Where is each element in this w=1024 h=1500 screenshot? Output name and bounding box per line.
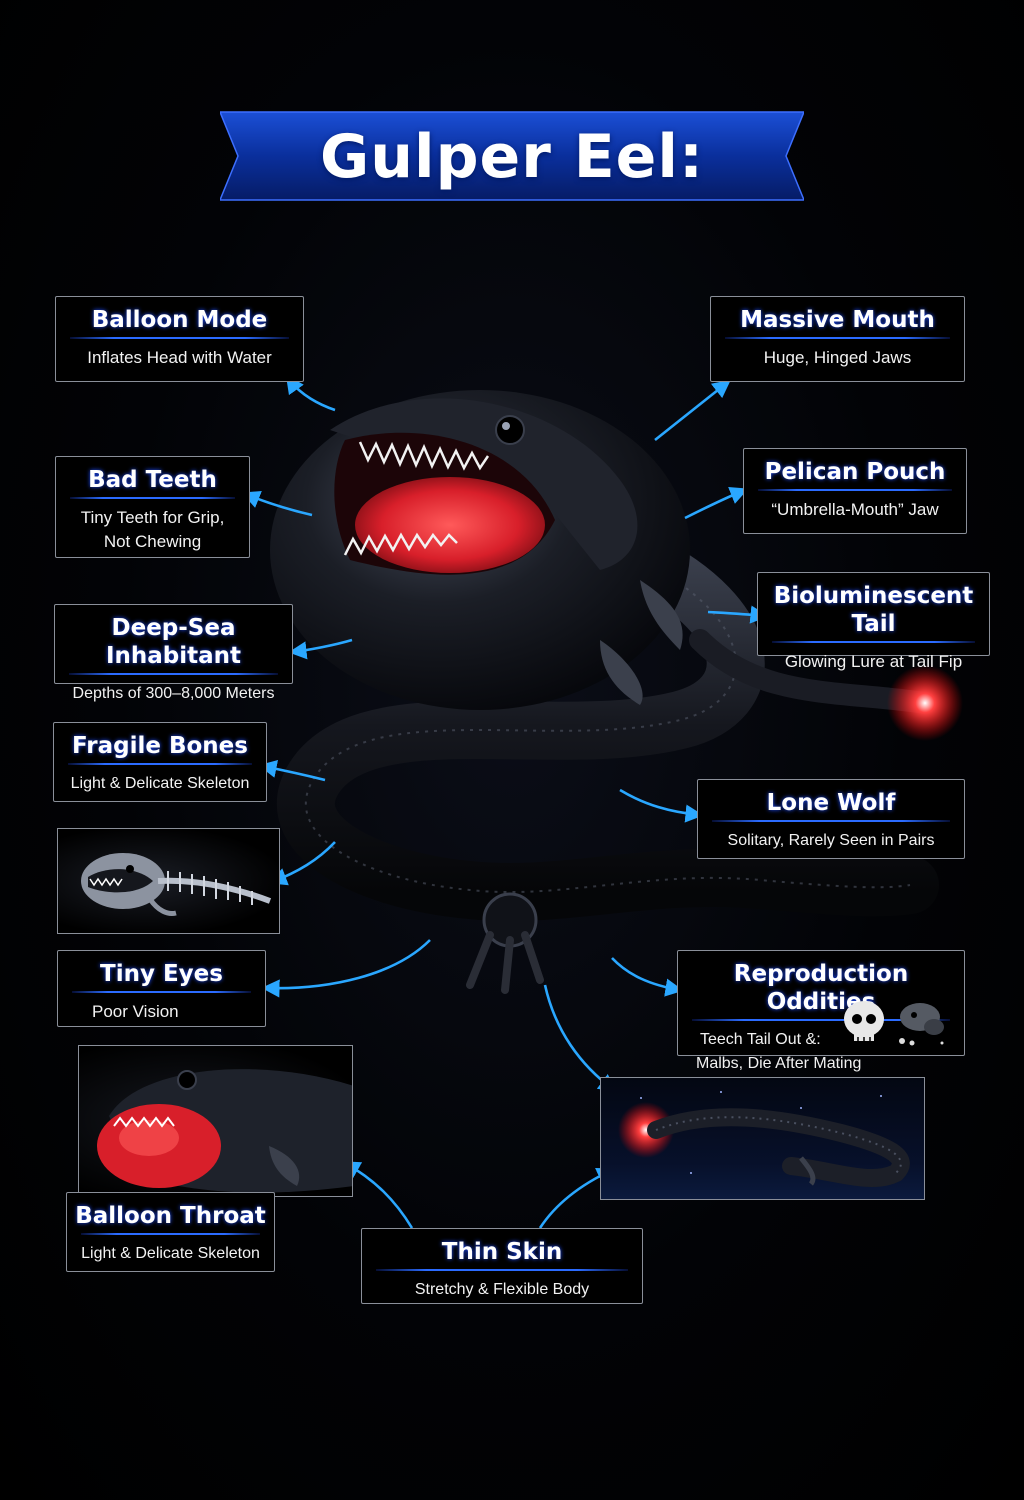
skeleton-thumbnail [57,828,280,934]
label-title: Bad Teeth [88,467,217,493]
label-lone-wolf: Lone Wolf Solitary, Rarely Seen in Pairs [697,779,965,859]
label-title: Deep-Sea Inhabitant [105,615,242,669]
label-description: Solitary, Rarely Seen in Pairs [727,832,935,849]
label-description: “Umbrella-Mouth” Jaw [771,500,939,519]
label-title: Bioluminescent Tail [773,583,974,637]
label-description: Inflates Head with Water [87,348,272,367]
label-thin-skin: Thin Skin Stretchy & Flexible Body [361,1228,643,1304]
label-reproduction-oddities: Reproduction Oddities Teech Tail Out &: … [677,950,965,1072]
label-description: Stretchy & Flexible Body [414,1281,590,1298]
label-fragile-bones: Fragile Bones Light & Delicate Skeleton [53,722,267,802]
label-title: Fragile Bones [72,733,248,759]
label-bioluminescent-tail: Bioluminescent Tail Glowing Lure at Tail… [757,572,990,671]
eye-icon [495,415,525,445]
label-divider [712,820,950,822]
label-divider [725,337,950,339]
label-description-line-2: Malbs, Die After Mating [696,1055,862,1072]
bioluminescent-glow [887,665,963,741]
label-divider [69,673,278,675]
label-description-line-1: Tiny Teeth for Grip, [80,508,225,527]
label-description: Light & Delicate Skeleton [70,775,250,792]
label-deep-sea-inhabitant: Deep-Sea Inhabitant Depths of 300–8,000 … [54,604,293,702]
label-description-line-2: Not Chewing [103,532,202,551]
label-description-line-1: Teech Tail Out &: [700,1031,821,1048]
label-description: Poor Vision [92,1002,179,1021]
mouth-cavity [355,477,545,573]
label-title: Thin Skin [441,1239,563,1265]
glowing-eel-image [600,1077,925,1200]
label-description: Glowing Lure at Tail Fip [784,652,963,671]
label-title: Balloon Throat [75,1203,266,1229]
balloon-throat-image [78,1045,353,1197]
label-bad-teeth: Bad Teeth Tiny Teeth for Grip, Not Chewi… [55,456,250,558]
title-banner: Gulper Eel: [220,108,804,204]
label-divider [70,337,289,339]
label-divider [81,1233,260,1235]
label-balloon-throat: Balloon Throat Light & Delicate Skeleton [66,1192,275,1272]
page-title: Gulper Eel: [320,122,704,192]
label-tiny-eyes: Tiny Eyes Poor Vision [57,950,266,1027]
label-description: Light & Delicate Skeleton [81,1245,260,1262]
label-divider [72,991,251,993]
label-description: Depths of 300–8,000 Meters [72,685,275,702]
eel-head [270,390,690,710]
eel-head-icon [97,1069,352,1193]
label-title: Balloon Mode [91,307,268,333]
label-balloon-mode: Balloon Mode Inflates Head with Water [55,296,304,382]
label-divider [68,763,252,765]
skull-icon [844,1001,944,1046]
label-title: Pelican Pouch [764,459,946,485]
glowing-eel-icon [618,1091,910,1187]
label-title: Reproduction Oddities [733,961,909,1015]
label-pelican-pouch: Pelican Pouch “Umbrella-Mouth” Jaw [743,448,967,534]
eel-skeleton-icon [81,853,272,916]
label-divider [692,1019,950,1021]
eel-body [277,531,939,994]
banner-ribbon [220,111,804,201]
label-title: Massive Mouth [740,307,935,333]
label-description: Huge, Hinged Jaws [763,348,912,367]
label-divider [376,1269,628,1271]
label-divider [70,497,235,499]
label-divider [772,641,975,643]
label-title: Tiny Eyes [100,961,223,987]
label-divider [758,489,952,491]
label-massive-mouth: Massive Mouth Huge, Hinged Jaws [710,296,965,382]
label-title: Lone Wolf [766,790,896,816]
